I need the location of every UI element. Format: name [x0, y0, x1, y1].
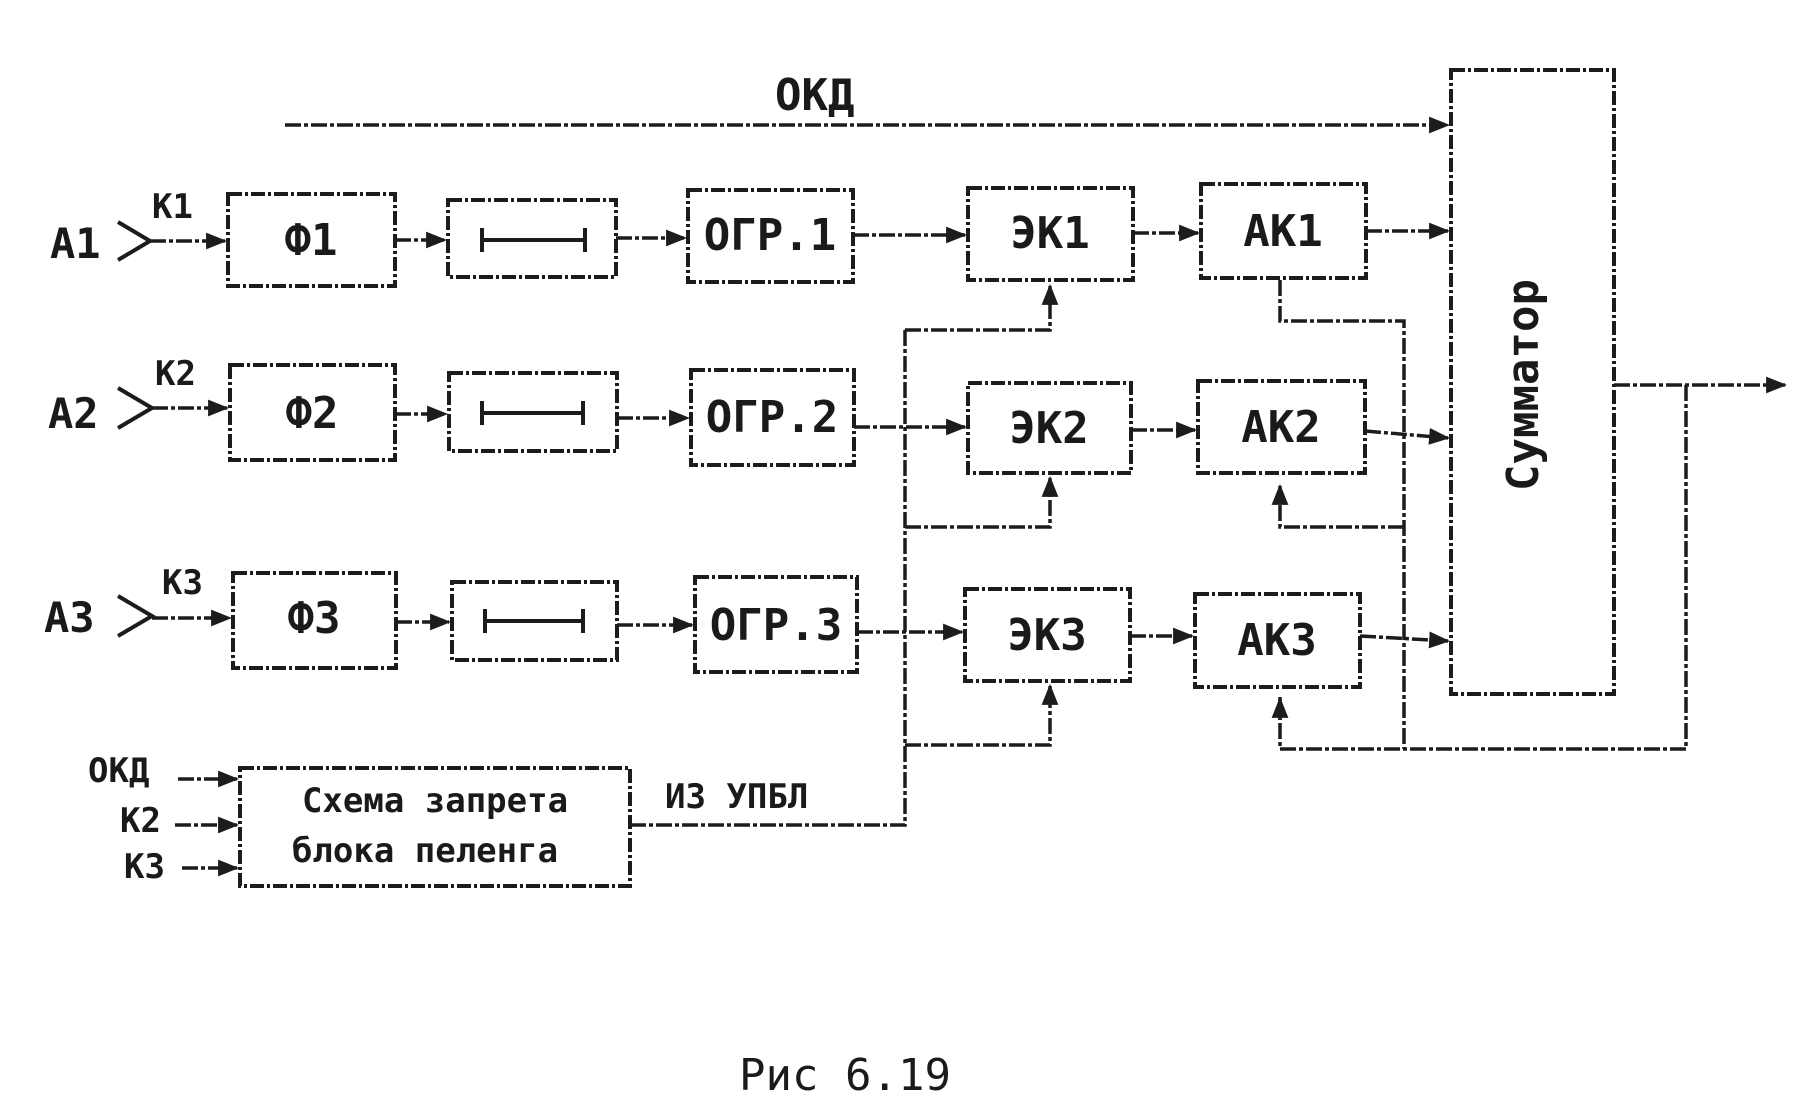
channel-3: А3 К3 Ф3 ОГР.3 ЭК3 АК3: [44, 563, 1451, 689]
antenna-3-icon: [116, 594, 156, 638]
antenna-2-label: А2: [48, 389, 99, 438]
blocking-input-k3-label: К3: [124, 847, 165, 887]
ek3-label: ЭК3: [1007, 610, 1086, 661]
feedback-ak1: [1278, 280, 1406, 749]
feedback-bus: [1278, 385, 1688, 751]
ek1-label: ЭК1: [1010, 208, 1089, 259]
okd-top-label: ОКД: [775, 70, 854, 121]
ek2-box: [966, 381, 1133, 475]
ek2-label: ЭК2: [1009, 403, 1088, 454]
ak3-label: АК3: [1237, 615, 1316, 666]
blocking-input-okd-label: ОКД: [88, 751, 149, 791]
wire-ak2-sum: [1364, 428, 1451, 445]
antenna-1-icon: [116, 220, 154, 262]
channel-1: А1 К1 Ф1 ОГР.1 ЭК1 АК1: [50, 182, 1451, 288]
delay-3-box: [450, 580, 619, 662]
limiter-2-box: [689, 368, 856, 467]
bus-to-ek3: [905, 683, 1059, 747]
figure-caption: Рис 6.19: [739, 1050, 951, 1101]
summator-box: [1449, 68, 1616, 696]
antenna-1-label: А1: [50, 219, 101, 268]
filter-3-label: Ф3: [288, 593, 341, 644]
feedback-ak2: [1271, 483, 1404, 529]
delay-2-icon: [480, 401, 585, 425]
blocking-output-label: ИЗ УПБЛ: [665, 777, 808, 817]
ak3-box: [1193, 592, 1362, 689]
limiter-1-label: ОГР.1: [704, 210, 836, 261]
antenna-3-label: А3: [44, 593, 95, 642]
summator-label: Сумматор: [1498, 279, 1549, 491]
key-2-label: К2: [155, 354, 196, 394]
delay-1-box: [446, 198, 618, 279]
limiter-2-label: ОГР.2: [706, 392, 838, 443]
blocking-scheme-box: [238, 766, 632, 888]
wire-ak3-sum: [1359, 631, 1451, 649]
filter-2-label: Ф2: [286, 388, 339, 439]
ak2-label: АК2: [1241, 402, 1320, 453]
blocking-output-bus: [630, 330, 907, 827]
delay-2-box: [447, 371, 619, 453]
key-1-label: К1: [152, 187, 193, 227]
bus-to-ek1: [905, 283, 1059, 332]
filter-1-label: Ф1: [285, 215, 338, 266]
blocking-scheme-line2: блока пеленга: [292, 831, 558, 871]
blocking-scheme-line1: Схема запрета: [302, 781, 568, 821]
blocking-input-k2-label: К2: [120, 801, 161, 841]
antenna-2-icon: [116, 386, 156, 430]
ak1-label: АК1: [1243, 206, 1322, 257]
key-3-label: К3: [162, 563, 203, 603]
limiter-3-box: [693, 575, 859, 674]
bus-to-ek2: [905, 475, 1059, 529]
delay-3-icon: [483, 609, 585, 633]
limiter-3-label: ОГР.3: [710, 600, 842, 651]
delay-1-icon: [480, 228, 587, 252]
ak2-box: [1196, 379, 1367, 475]
channel-2: А2 К2 Ф2 ОГР.2 ЭК2 АК2: [48, 354, 1451, 475]
